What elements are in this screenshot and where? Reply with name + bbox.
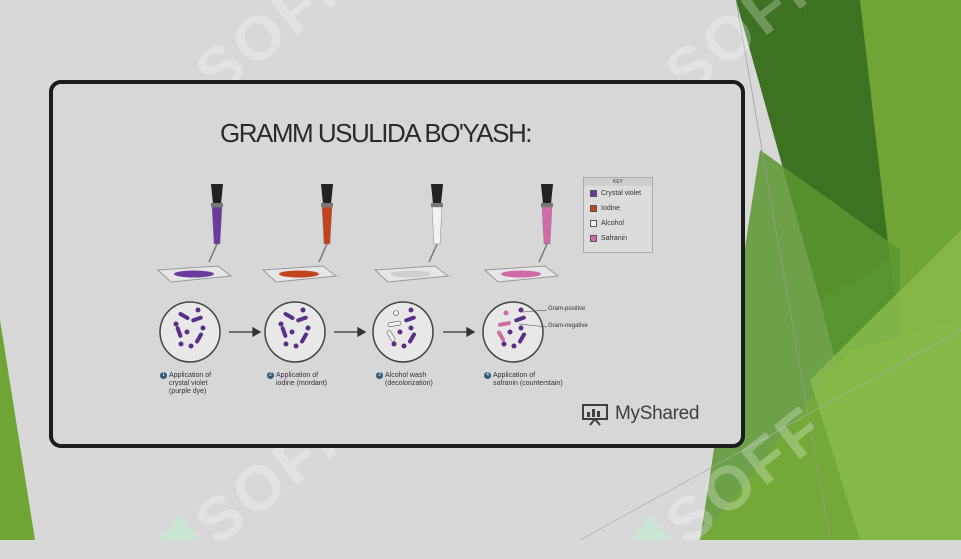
step-line: (purple dye) bbox=[169, 388, 207, 395]
key-item: Safranin bbox=[584, 231, 652, 246]
step-number: 4 bbox=[484, 372, 491, 379]
diagram-card: GRAMM USULIDA BO'YASH: bbox=[49, 80, 745, 448]
gram-positive-label: Gram-positive bbox=[548, 306, 586, 312]
step-line: Application of bbox=[493, 372, 536, 379]
dropper-safranin-icon bbox=[538, 184, 553, 263]
swatch-safranin bbox=[590, 235, 597, 242]
legend-key: KEY Crystal violet Iodine Alcohol Safran… bbox=[583, 177, 653, 253]
microscope-view-3 bbox=[372, 301, 434, 363]
key-label: Crystal violet bbox=[601, 190, 642, 197]
step-line: Alcohol wash bbox=[385, 372, 427, 379]
swatch-iodine bbox=[590, 205, 597, 212]
step-line: crystal violet bbox=[169, 380, 208, 387]
dropper-alcohol-icon bbox=[428, 184, 443, 263]
step-line: Application of bbox=[276, 372, 319, 379]
gram-stain-diagram bbox=[156, 184, 560, 363]
swatch-alcohol bbox=[590, 220, 597, 227]
step-line: iodine (mordant) bbox=[276, 380, 327, 387]
key-label: Iodine bbox=[601, 205, 621, 212]
glass-slide-4 bbox=[483, 265, 560, 283]
arrow-right-icon bbox=[229, 326, 262, 338]
green-decoration bbox=[0, 0, 961, 540]
step-line: (decolorization) bbox=[385, 380, 433, 387]
presentation-board-icon bbox=[582, 404, 608, 426]
key-item: Alcohol bbox=[584, 216, 652, 231]
gram-negative-label: Gram-negative bbox=[548, 323, 588, 329]
step-line: safranin (counterstain) bbox=[493, 380, 563, 387]
brand-name: MyShared bbox=[615, 403, 700, 424]
swatch-crystal-violet bbox=[590, 190, 597, 197]
slide-title: GRAMM USULIDA BO'YASH: bbox=[220, 118, 533, 148]
myshared-logo: MyShared bbox=[581, 402, 700, 426]
arrow-right-icon bbox=[443, 326, 476, 338]
dropper-crystal-violet-icon bbox=[208, 184, 223, 263]
key-item: Iodine bbox=[584, 201, 652, 216]
arrow-right-icon bbox=[334, 326, 367, 338]
glass-slide-2 bbox=[261, 265, 338, 283]
step-number: 3 bbox=[376, 372, 383, 379]
key-title: KEY bbox=[584, 178, 652, 186]
key-label: Safranin bbox=[601, 235, 628, 242]
step-line: Application of bbox=[169, 372, 212, 379]
dropper-iodine-icon bbox=[318, 184, 333, 263]
glass-slide-1 bbox=[156, 265, 233, 283]
microscope-view-4 bbox=[482, 301, 548, 363]
key-label: Alcohol bbox=[601, 220, 624, 227]
microscope-view-1 bbox=[159, 301, 221, 363]
microscope-view-2 bbox=[264, 301, 326, 363]
step-number: 2 bbox=[267, 372, 274, 379]
key-item: Crystal violet bbox=[584, 186, 652, 201]
glass-slide-3 bbox=[373, 265, 450, 283]
step-number: 1 bbox=[160, 372, 167, 379]
